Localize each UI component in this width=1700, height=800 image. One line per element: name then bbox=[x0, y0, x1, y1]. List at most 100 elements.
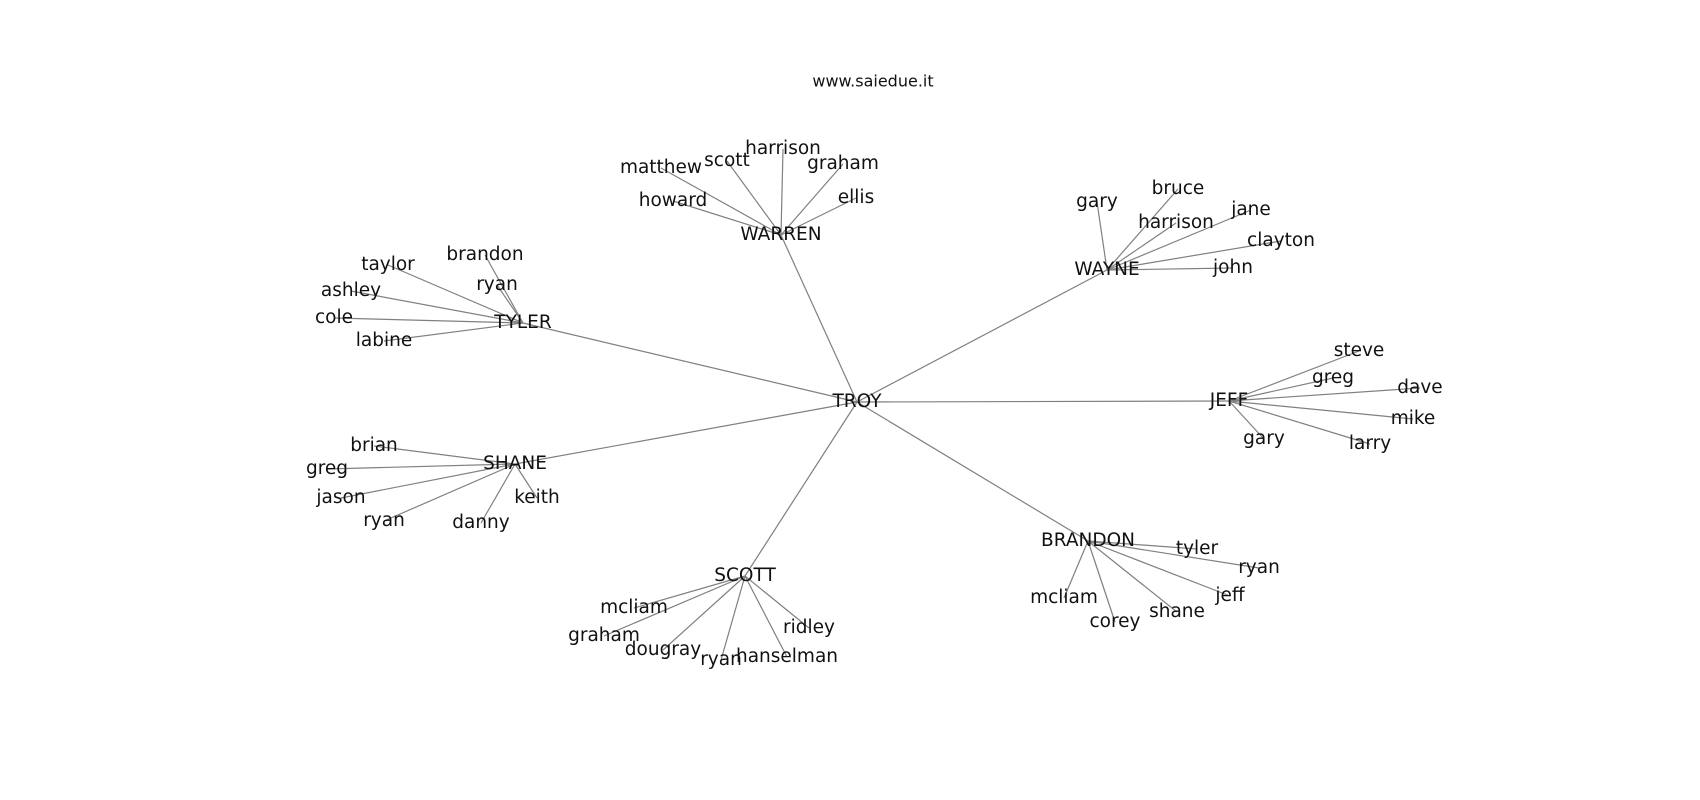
edge-jeff-greg bbox=[1228, 377, 1334, 402]
leaf-node-wayne-clayton: clayton bbox=[1247, 230, 1315, 251]
edge-warren-howard bbox=[672, 200, 782, 236]
leaf-node-shane-jason: jason bbox=[315, 487, 365, 508]
edge-root-warren bbox=[780, 234, 858, 403]
edge-scott-mcliam bbox=[633, 575, 746, 609]
leaf-node-brandon-mcliam: mcliam bbox=[1030, 587, 1098, 608]
edge-shane-ryan bbox=[383, 463, 516, 522]
leaf-node-wayne-gary: gary bbox=[1076, 191, 1118, 212]
edge-root-wayne bbox=[856, 269, 1108, 403]
leaf-node-shane-greg: greg bbox=[306, 458, 348, 479]
edge-brandon-jeff bbox=[1087, 540, 1231, 597]
leaf-node-wayne-bruce: bruce bbox=[1152, 178, 1205, 199]
leaf-node-warren-graham: graham bbox=[807, 153, 879, 174]
leaf-node-scott-ridley: ridley bbox=[783, 617, 835, 638]
edge-shane-jason bbox=[340, 463, 516, 499]
leaf-node-tyler-labine: labine bbox=[356, 330, 412, 351]
edge-warren-scott bbox=[726, 160, 782, 236]
edge-shane-greg bbox=[326, 463, 516, 470]
leaf-node-jeff-greg: greg bbox=[1312, 367, 1354, 388]
edge-tyler-ryan bbox=[496, 284, 524, 324]
leaf-node-scott-mcliam: mcliam bbox=[600, 597, 668, 618]
edge-jeff-dave bbox=[1228, 387, 1421, 402]
leaf-node-wayne-harrison: harrison bbox=[1138, 212, 1214, 233]
hub-node-brandon: BRANDON bbox=[1041, 530, 1135, 551]
edge-warren-matthew bbox=[660, 167, 782, 236]
leaf-node-tyler-brandon: brandon bbox=[446, 244, 523, 265]
edges-layer bbox=[326, 148, 1421, 661]
leaf-node-jeff-gary: gary bbox=[1243, 428, 1285, 449]
edge-root-shane bbox=[514, 401, 858, 465]
edge-brandon-mcliam bbox=[1063, 540, 1089, 599]
edge-warren-graham bbox=[780, 163, 844, 236]
leaf-node-wayne-john: john bbox=[1212, 257, 1253, 278]
edge-shane-keith bbox=[514, 463, 538, 499]
leaf-node-warren-scott: scott bbox=[704, 150, 750, 171]
leaf-node-jeff-mike: mike bbox=[1391, 408, 1436, 429]
root-node: TROY bbox=[831, 391, 882, 412]
leaf-node-warren-matthew: matthew bbox=[620, 157, 702, 178]
edge-brandon-ryan bbox=[1087, 540, 1260, 569]
leaf-node-scott-dougray: dougray bbox=[625, 639, 701, 660]
site-caption: www.saiedue.it bbox=[812, 72, 933, 91]
edge-wayne-jane bbox=[1106, 209, 1252, 271]
leaf-node-brandon-jeff: jeff bbox=[1214, 585, 1246, 606]
edge-warren-ellis bbox=[780, 197, 857, 236]
leaf-node-jeff-dave: dave bbox=[1397, 377, 1442, 398]
edge-jeff-larry bbox=[1228, 400, 1371, 445]
edge-shane-brian bbox=[373, 445, 516, 465]
edge-brandon-corey bbox=[1087, 540, 1116, 623]
leaf-node-scott-ryan: ryan bbox=[700, 649, 742, 670]
leaf-node-warren-ellis: ellis bbox=[838, 187, 874, 208]
edge-scott-dougray bbox=[662, 575, 746, 651]
hub-node-jeff: JEFF bbox=[1209, 390, 1248, 411]
edge-wayne-bruce bbox=[1106, 188, 1179, 271]
hub-node-shane: SHANE bbox=[483, 453, 547, 474]
edge-wayne-clayton bbox=[1106, 240, 1282, 271]
leaf-node-shane-ryan: ryan bbox=[363, 510, 405, 531]
edge-jeff-gary bbox=[1228, 400, 1265, 440]
edge-jeff-mike bbox=[1228, 400, 1414, 420]
edge-wayne-john bbox=[1106, 267, 1234, 271]
leaf-node-shane-brian: brian bbox=[350, 435, 398, 456]
edge-scott-ridley bbox=[744, 575, 810, 629]
edge-brandon-shane bbox=[1087, 540, 1178, 613]
leaf-node-scott-hanselman: hanselman bbox=[736, 646, 838, 667]
hub-node-tyler: TYLER bbox=[493, 312, 552, 333]
leaf-node-brandon-shane: shane bbox=[1149, 601, 1205, 622]
edge-tyler-labine bbox=[383, 322, 524, 342]
leaf-node-warren-howard: howard bbox=[639, 190, 708, 211]
leaf-node-brandon-ryan: ryan bbox=[1238, 557, 1280, 578]
edge-wayne-harrison bbox=[1106, 222, 1177, 271]
edge-root-tyler bbox=[522, 322, 858, 403]
edge-shane-danny bbox=[480, 463, 516, 524]
hub-node-warren: WARREN bbox=[740, 224, 821, 245]
edge-tyler-brandon bbox=[484, 254, 524, 324]
leaf-node-tyler-taylor: taylor bbox=[361, 254, 415, 275]
leaf-node-tyler-cole: cole bbox=[315, 307, 353, 328]
hub-node-wayne: WAYNE bbox=[1074, 259, 1139, 280]
edge-root-brandon bbox=[856, 401, 1089, 542]
leaf-node-jeff-steve: steve bbox=[1334, 340, 1385, 361]
leaf-node-jeff-larry: larry bbox=[1349, 433, 1391, 454]
leaf-node-wayne-jane: jane bbox=[1230, 199, 1271, 220]
edge-warren-harrison bbox=[780, 148, 784, 236]
edge-root-jeff bbox=[856, 400, 1230, 403]
leaf-node-tyler-ashley: ashley bbox=[321, 280, 381, 301]
leaf-node-warren-harrison: harrison bbox=[745, 138, 821, 159]
edge-root-scott bbox=[744, 401, 858, 577]
leaf-node-brandon-tyler: tyler bbox=[1176, 538, 1219, 559]
hub-node-scott: SCOTT bbox=[714, 565, 776, 586]
edge-tyler-ashley bbox=[350, 290, 524, 324]
leaf-node-scott-graham: graham bbox=[568, 625, 640, 646]
leaf-node-shane-danny: danny bbox=[452, 512, 510, 533]
edge-jeff-steve bbox=[1228, 350, 1360, 402]
leaf-node-tyler-ryan: ryan bbox=[476, 274, 518, 295]
edge-scott-hanselman bbox=[744, 575, 788, 658]
edge-brandon-tyler bbox=[1087, 540, 1198, 550]
edge-scott-graham bbox=[603, 575, 746, 637]
edge-scott-ryan bbox=[720, 575, 746, 661]
edge-wayne-gary bbox=[1096, 201, 1108, 271]
leaf-node-brandon-corey: corey bbox=[1089, 611, 1140, 632]
